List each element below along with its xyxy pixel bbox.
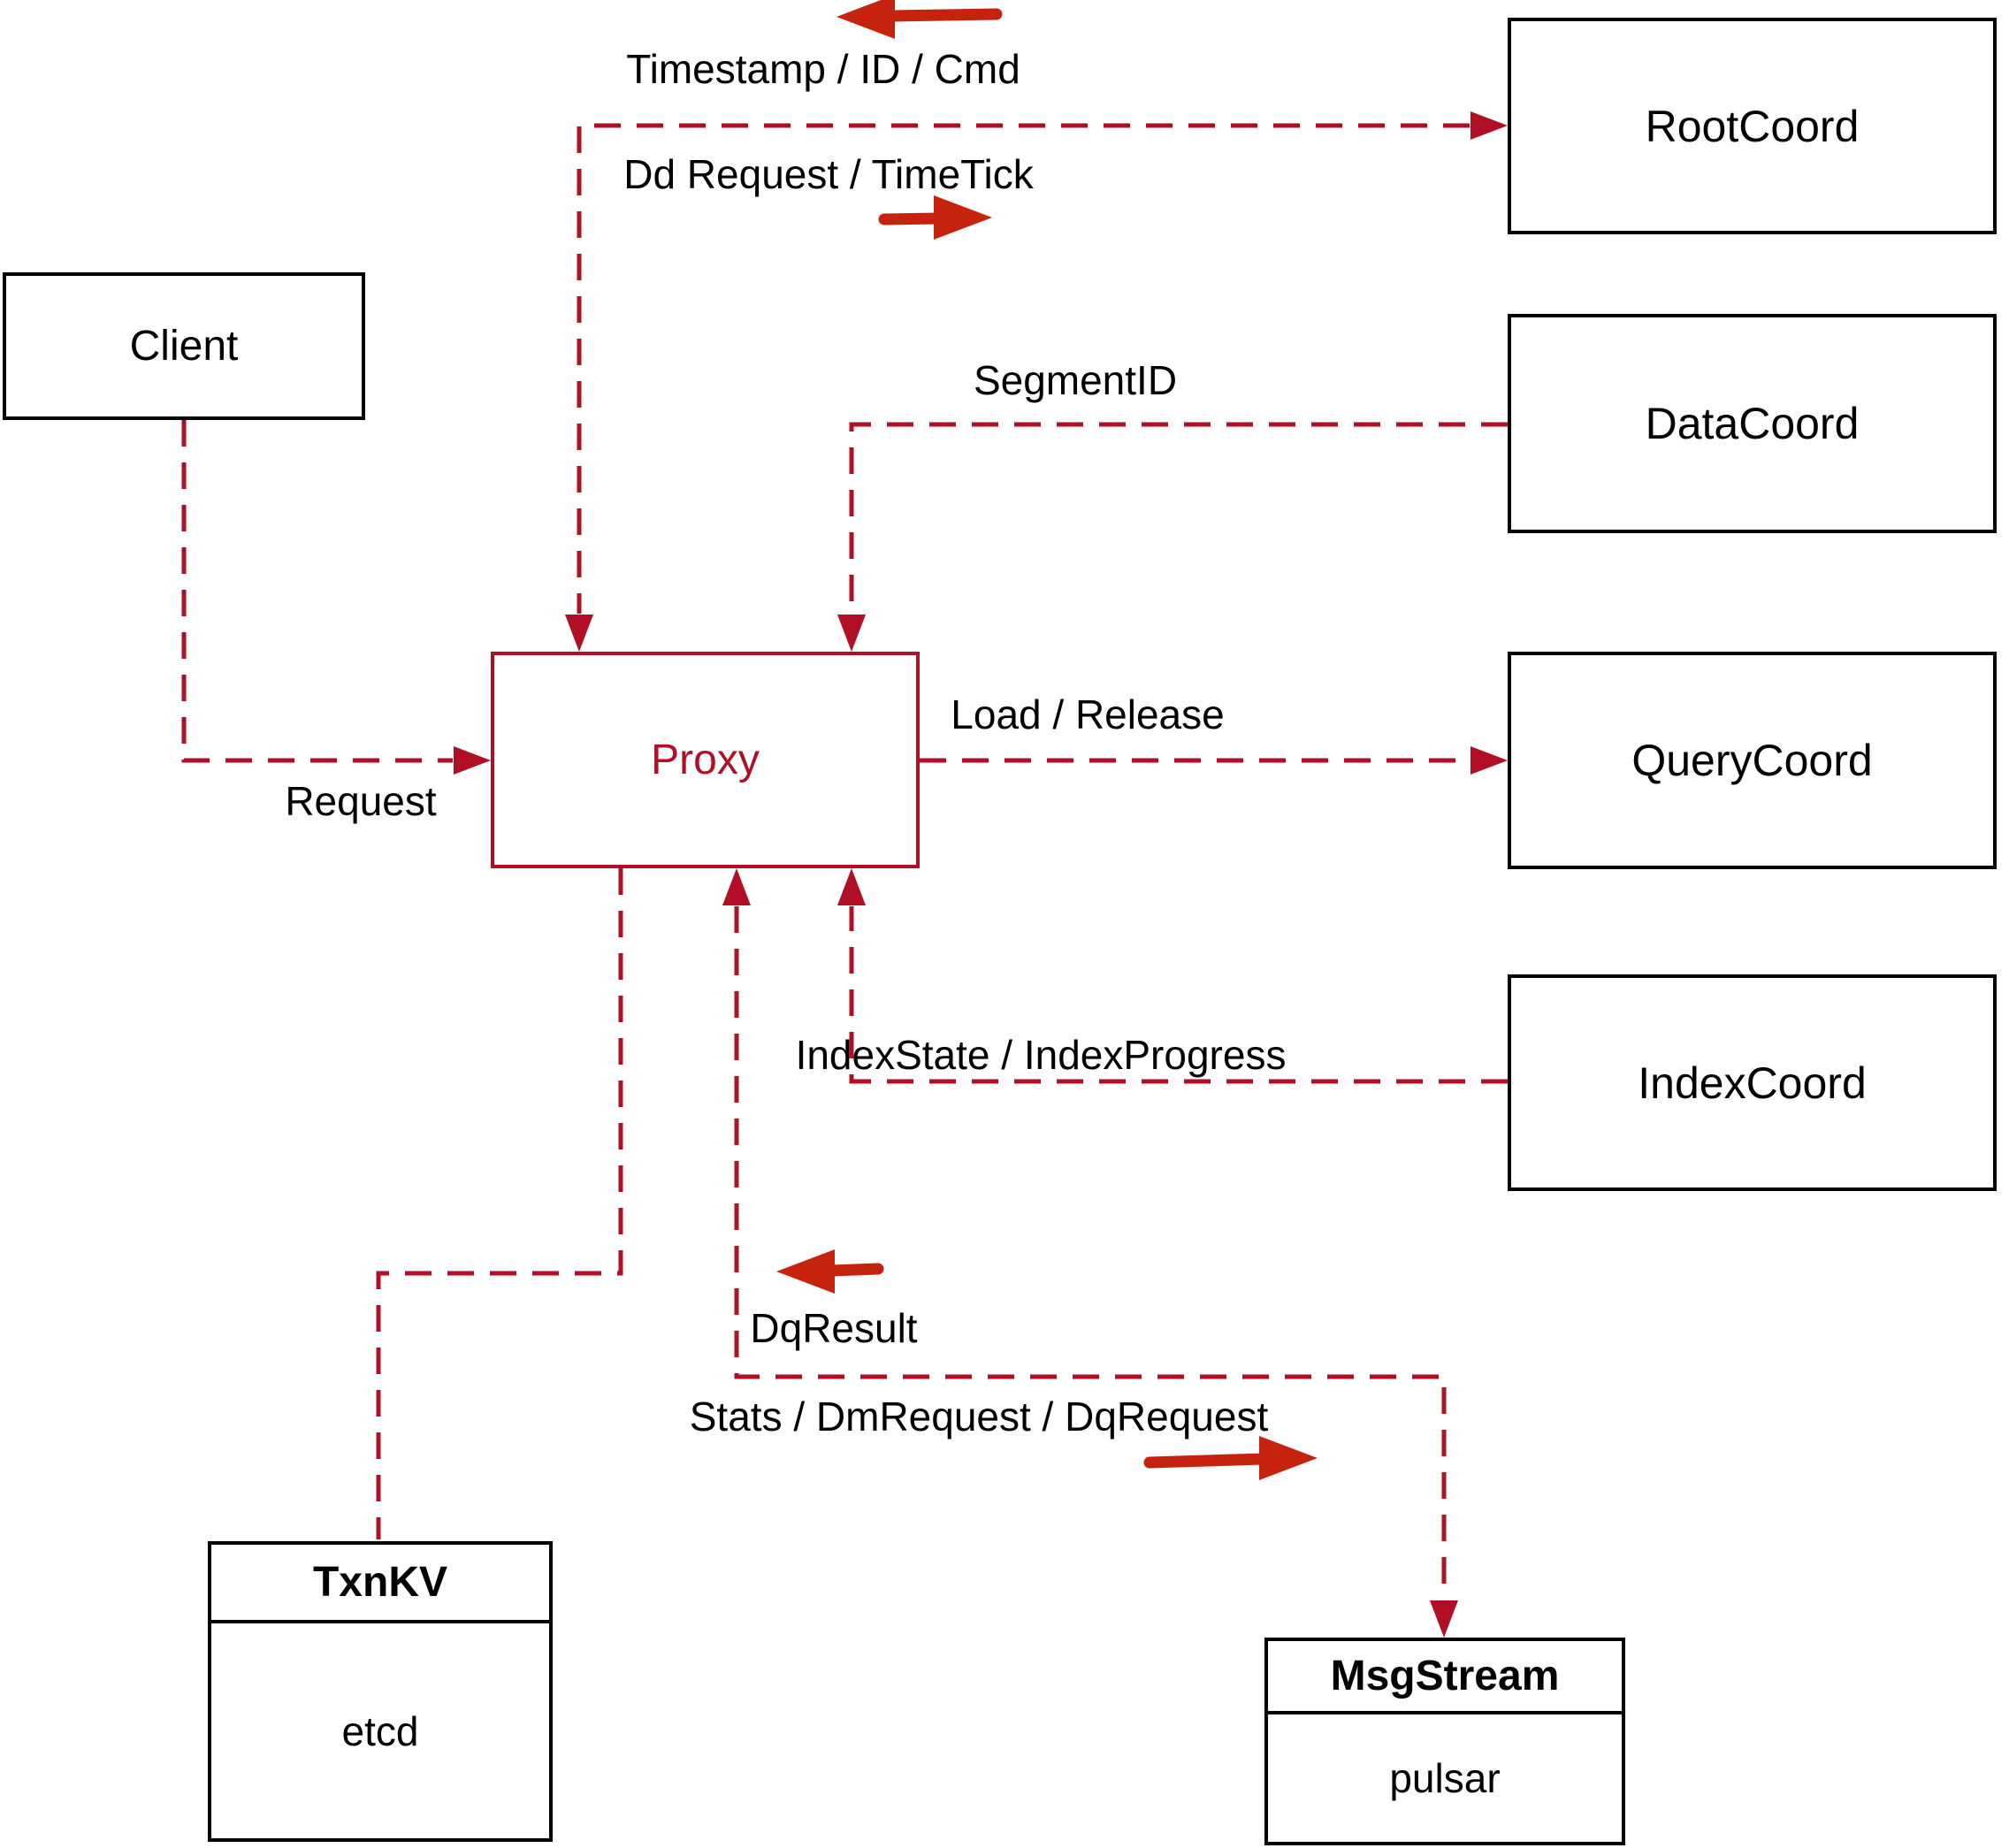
edge-label-stats-dmrequest-dqrequest: Stats / DmRequest / DqRequest <box>689 1394 1269 1439</box>
edge-label-indexstate-indexprogress: IndexState / IndexProgress <box>795 1032 1287 1078</box>
node-querycoord-label: QueryCoord <box>1631 736 1873 785</box>
arrowhead-into-querycoord <box>1470 746 1508 775</box>
connector-client-proxy <box>181 420 453 763</box>
arrowhead-into-proxy-bottom-left <box>722 868 751 905</box>
edge-label-dqresult: DqResult <box>750 1305 918 1351</box>
node-txnkv-subtitle-label: etcd <box>341 1707 419 1754</box>
edge-label-timestamp-id-cmd: Timestamp / ID / Cmd <box>626 46 1020 92</box>
node-proxy: Proxy <box>491 652 920 868</box>
node-client-label: Client <box>129 323 239 370</box>
arrowhead-into-rootcoord <box>1470 111 1508 140</box>
node-msgstream: MsgStream pulsar <box>1264 1638 1625 1845</box>
arrow-right-proxy-to-rootcoord-icon <box>878 195 992 240</box>
node-txnkv-title: TxnKV <box>211 1545 549 1623</box>
node-msgstream-title-label: MsgStream <box>1330 1653 1560 1699</box>
node-querycoord: QueryCoord <box>1508 652 1997 869</box>
arrowhead-into-msgstream <box>1430 1600 1458 1638</box>
node-client: Client <box>3 272 365 420</box>
node-proxy-label: Proxy <box>651 737 760 783</box>
node-txnkv-subtitle: etcd <box>211 1623 549 1838</box>
node-txnkv-title-label: TxnKV <box>312 1559 447 1606</box>
connector-indexcoord-proxy <box>849 906 1508 1084</box>
connector-datacoord-proxy <box>849 422 1508 614</box>
node-txnkv: TxnKV etcd <box>208 1541 553 1842</box>
arrow-right-stats-icon <box>1143 1436 1318 1480</box>
node-rootcoord-label: RootCoord <box>1645 101 1860 151</box>
node-rootcoord: RootCoord <box>1508 18 1997 234</box>
node-datacoord: DataCoord <box>1508 314 1997 533</box>
connector-proxy-msgstream <box>734 906 1447 1600</box>
arrow-left-dqresult-icon <box>776 1249 884 1294</box>
arrowhead-into-proxy-top-right <box>837 615 866 652</box>
node-datacoord-label: DataCoord <box>1645 399 1860 448</box>
node-msgstream-subtitle: pulsar <box>1268 1714 1622 1842</box>
edge-label-load-release: Load / Release <box>951 691 1225 737</box>
node-msgstream-title: MsgStream <box>1268 1641 1622 1714</box>
node-msgstream-subtitle-label: pulsar <box>1389 1755 1501 1801</box>
edge-label-segmentid: SegmentID <box>973 357 1178 403</box>
arrowhead-into-proxy-bottom-right <box>837 868 866 905</box>
node-indexcoord-label: IndexCoord <box>1638 1058 1867 1108</box>
node-indexcoord: IndexCoord <box>1508 974 1997 1191</box>
edge-label-dd-request-timetick: Dd Request / TimeTick <box>623 151 1034 197</box>
arrowhead-into-proxy-top-left <box>565 615 593 652</box>
arrowhead-into-proxy-left <box>454 746 491 775</box>
edge-label-request: Request <box>285 778 437 824</box>
connector-proxy-txnkv <box>376 868 623 1539</box>
arrow-left-rootcoord-to-proxy-icon <box>836 0 1003 39</box>
